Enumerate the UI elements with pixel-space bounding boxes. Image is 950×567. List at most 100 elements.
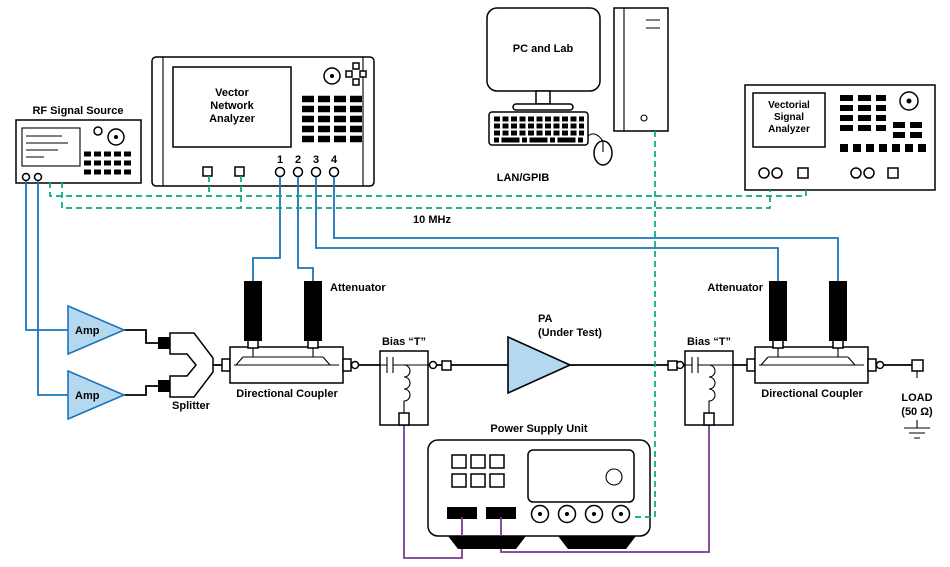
vna-bezel xyxy=(162,57,364,186)
rf-source-display xyxy=(21,127,81,167)
bias-t-right: Bias “T” xyxy=(667,336,734,426)
coupler-left-label: Directional Coupler xyxy=(236,388,338,400)
amp-bottom-label: Amp xyxy=(75,390,100,402)
pc-tower xyxy=(613,7,669,132)
attenuator-right-stem-2 xyxy=(832,339,844,349)
coupler-right-label: Directional Coupler xyxy=(761,388,863,400)
lan-gpib-bus-wires xyxy=(49,131,807,518)
vectorial-signal-analyzer: Vectorial Signal Analyzer xyxy=(744,84,936,191)
vsa-label-line2: Signal xyxy=(774,112,804,123)
attenuator-left-stem-2 xyxy=(307,339,319,349)
psu-knobs xyxy=(530,504,631,524)
amp-top-label: Amp xyxy=(75,325,100,337)
splitter-label: Splitter xyxy=(172,400,211,412)
coupler-right-output-connector xyxy=(875,360,885,370)
attenuator-left-block-1 xyxy=(244,281,262,341)
mouse xyxy=(587,133,613,166)
vsa-label-line3: Analyzer xyxy=(768,124,810,135)
vna-label-line1: Vector xyxy=(215,87,249,99)
pa-triangle xyxy=(507,335,572,395)
splitter: Splitter xyxy=(158,332,214,412)
directional-coupler-right: Attenuator Directional Coupler xyxy=(707,281,885,400)
coupler-right-internals xyxy=(759,347,864,366)
vna-knob xyxy=(323,67,341,85)
bias-t-right-dc-connector xyxy=(703,412,715,426)
power-supply-unit: Power Supply Unit xyxy=(427,423,651,537)
bias-t-right-label: Bias “T” xyxy=(687,336,731,348)
inline-connector-right xyxy=(667,360,678,371)
lan-gpib-label: LAN/GPIB xyxy=(497,172,550,184)
splitter-input-connector-top xyxy=(158,337,170,349)
coupler-left-internals xyxy=(234,347,339,366)
monitor-stand xyxy=(535,90,551,105)
directional-coupler-left: Attenuator Directional Coupler xyxy=(221,281,386,400)
splitter-body xyxy=(169,332,214,398)
splitter-input-connector-bottom xyxy=(158,380,170,392)
vna-keypad xyxy=(302,95,362,143)
pc-label: PC and Lab xyxy=(513,43,574,55)
amp-bottom-triangle xyxy=(67,369,127,421)
vsa-knob xyxy=(899,91,919,111)
vna-port-1-label: 1 xyxy=(277,154,283,166)
vna-port-connectors xyxy=(274,166,340,178)
pa-under-test: PA (Under Test) xyxy=(507,313,602,395)
attenuator-left-block-2 xyxy=(304,281,322,341)
bias-t-left-capacitor xyxy=(380,357,428,373)
coupler-right-input-stub xyxy=(746,358,756,372)
psu-buttons xyxy=(451,454,505,488)
vector-network-analyzer: Vector Network Analyzer 1 2 3 4 xyxy=(151,56,375,187)
coupler-right-output-stub xyxy=(867,358,877,372)
attenuator-right-block-1 xyxy=(769,281,787,341)
bias-t-left-output-connector xyxy=(428,360,438,370)
vna-label-line3: Analyzer xyxy=(209,113,256,125)
bias-t-left-label: Bias “T” xyxy=(382,336,426,348)
psu-label: Power Supply Unit xyxy=(490,423,588,435)
vna-port-4-label: 4 xyxy=(331,154,338,166)
vsa-input-connectors xyxy=(758,167,899,179)
rf-signal-source: RF Signal Source xyxy=(15,105,142,184)
vna-aux-connectors xyxy=(202,166,245,177)
coupler-left-output-connector xyxy=(350,360,360,370)
rf-source-output-connectors xyxy=(21,172,43,182)
vsa-buttons xyxy=(840,95,926,152)
bias-t-right-inductor xyxy=(708,364,716,413)
attenuator-right-block-2 xyxy=(829,281,847,341)
rf-source-knobs xyxy=(93,126,125,146)
bias-t-left-inductor xyxy=(403,364,411,413)
bias-t-left: Bias “T” xyxy=(379,336,452,426)
rf-source-buttons xyxy=(84,151,134,175)
inline-connector-left xyxy=(441,360,452,371)
monitor-base xyxy=(512,103,574,111)
vna-arrow-keys xyxy=(345,62,367,86)
bias-t-left-dc-connector xyxy=(398,412,410,426)
coupler-left-input-stub xyxy=(221,358,231,372)
vsa-screen xyxy=(752,92,826,148)
vna-port-3-label: 3 xyxy=(313,154,319,166)
ten-mhz-reference-label: 10 MHz xyxy=(413,214,451,226)
load-label-line2: (50 Ω) xyxy=(901,406,933,418)
psu-display xyxy=(527,449,635,503)
attenuator-right-label: Attenuator xyxy=(707,282,763,294)
amplifiers: Amp Amp xyxy=(67,304,127,421)
rf-source-chassis xyxy=(15,119,142,184)
attenuator-right-stem-1 xyxy=(772,339,784,349)
coupler-left-output-stub xyxy=(342,358,352,372)
rf-signal-source-label: RF Signal Source xyxy=(32,105,123,117)
keyboard xyxy=(488,111,589,146)
load-connector xyxy=(911,359,924,372)
psu-feet xyxy=(448,536,636,549)
pa-label-line1: PA xyxy=(538,313,553,325)
load-label-line1: LOAD xyxy=(901,392,932,404)
attenuator-left-label: Attenuator xyxy=(330,282,386,294)
bias-t-right-capacitor xyxy=(685,357,733,373)
amp-top-triangle xyxy=(67,304,127,356)
load-termination: LOAD (50 Ω) xyxy=(901,359,933,439)
pa-label-line2: (Under Test) xyxy=(538,327,602,339)
vsa-label-line1: Vectorial xyxy=(768,100,810,111)
vna-screen xyxy=(172,66,292,148)
pc-and-lab: PC and Lab LAN/GPIB xyxy=(486,7,669,184)
vna-port-2-label: 2 xyxy=(295,154,301,166)
attenuator-left-stem-1 xyxy=(247,339,259,349)
psu-output-terminals xyxy=(447,507,516,519)
